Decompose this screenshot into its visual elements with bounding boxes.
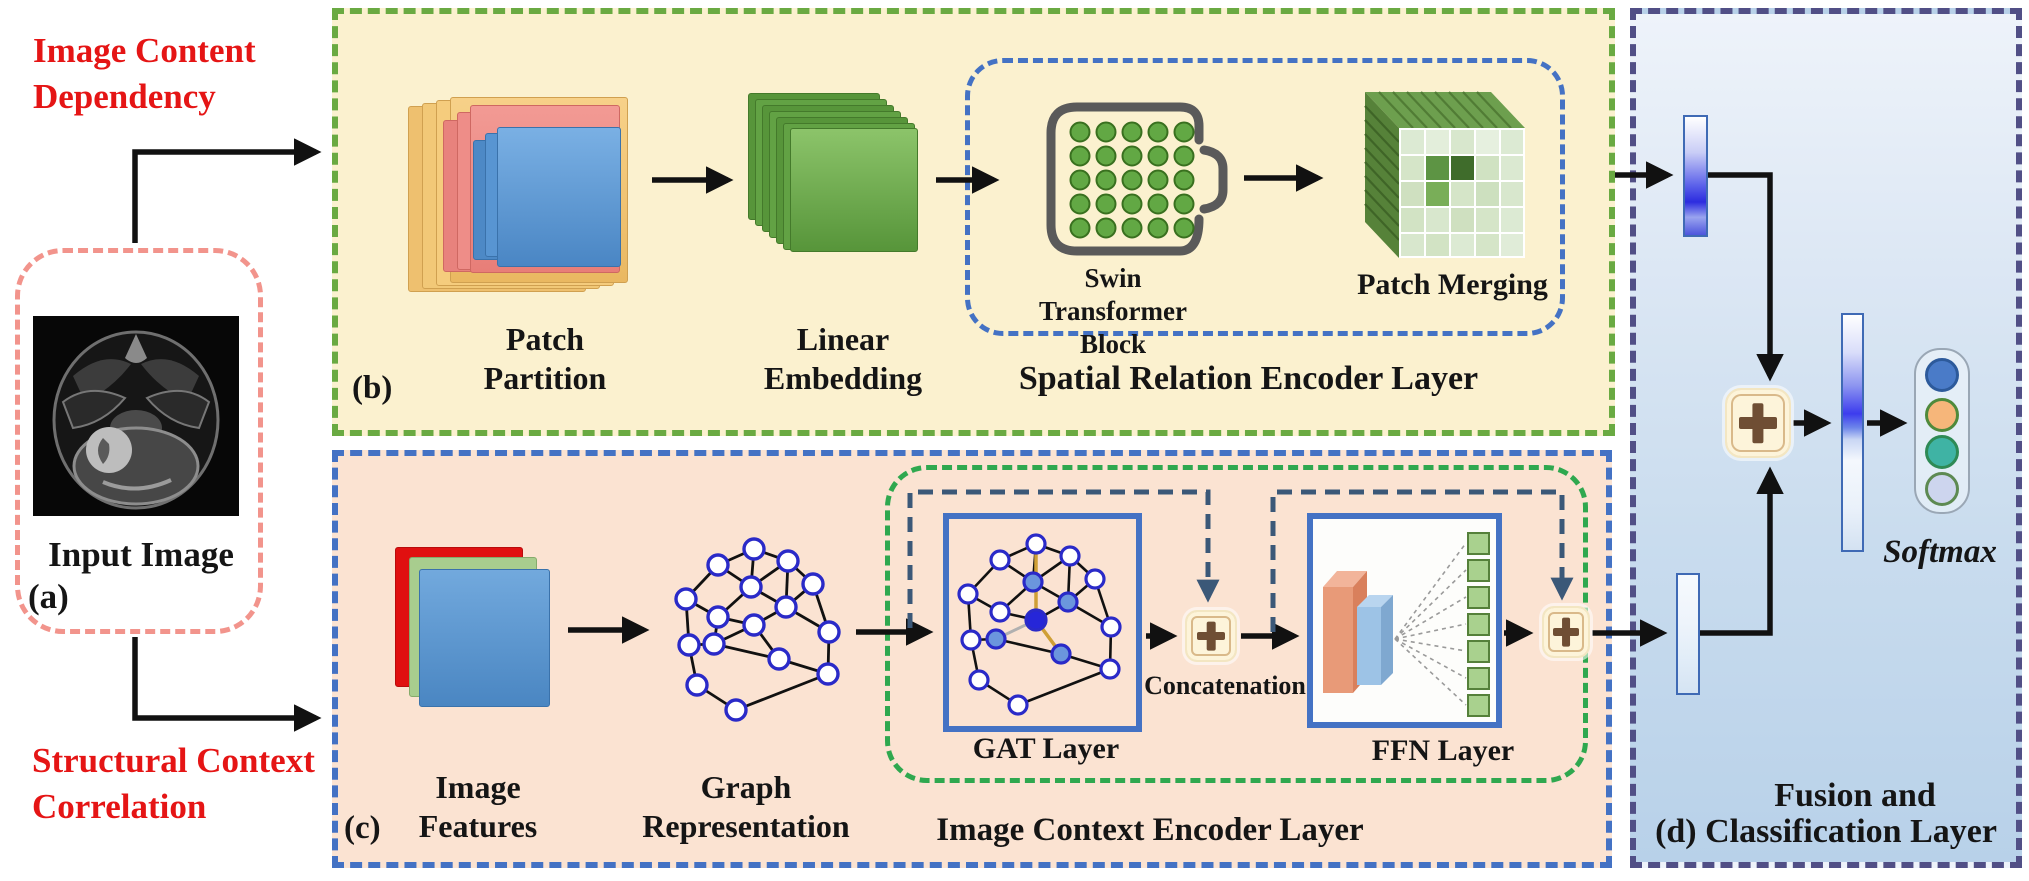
linear-embedding-sheet — [790, 128, 918, 252]
gat-layer-graph — [957, 533, 1122, 716]
patch-merging-cube — [1364, 91, 1525, 258]
concatenation-label: Concatenation — [1144, 671, 1306, 700]
panel-c-tag: (c) — [344, 810, 381, 846]
image-features-sheet — [419, 569, 550, 707]
ffn-layer-graphic — [1323, 532, 1490, 717]
class-circle-4 — [1925, 472, 1959, 506]
image-features-label: Image Features — [418, 769, 538, 845]
content-dependency-label: Image Content Dependency — [33, 31, 256, 117]
fusion-layer-label-line1: Fusion and — [1774, 777, 1936, 814]
panel-a-tag: (a) — [28, 577, 69, 616]
softmax-label: Softmax — [1883, 534, 1997, 570]
fused-feature-vector-bar — [1841, 313, 1864, 552]
swin-transformer-block-icon — [1046, 102, 1228, 256]
context-correlation-label: Structural Context Correlation — [32, 741, 315, 827]
class-circle-3 — [1925, 435, 1959, 469]
context-feature-vector-bar — [1676, 573, 1700, 695]
concatenation-plus-1 — [1185, 610, 1237, 662]
panel-b-tag: (b) — [352, 370, 393, 406]
patch-partition-label: Patch Partition — [483, 321, 607, 397]
class-circle-1 — [1925, 358, 1959, 392]
patch-merging-label: Patch Merging — [1357, 268, 1548, 301]
fusion-layer-label-line2: (d) Classification Layer — [1655, 813, 1997, 850]
spatial-feature-vector-bar — [1683, 115, 1708, 237]
plus-icon — [1196, 631, 1226, 641]
input-image-label: Input Image — [48, 535, 234, 574]
fusion-plus — [1725, 388, 1791, 458]
linear-embedding-label: Linear Embedding — [763, 321, 923, 397]
gat-layer-label: GAT Layer — [972, 732, 1120, 765]
swin-token-dots — [1069, 121, 1195, 239]
graph-representation-label: Graph Representation — [642, 769, 850, 845]
input-mri-image — [33, 316, 239, 516]
graph-representation — [674, 537, 841, 722]
spatial-encoder-dashed-box — [965, 58, 1565, 336]
input-image-panel — [15, 248, 263, 634]
swin-block-label: Swin Transformer Block — [1039, 263, 1187, 359]
plus-icon — [1552, 627, 1580, 637]
concatenation-plus-2 — [1542, 606, 1590, 658]
context-encoder-layer-label: Image Context Encoder Layer — [936, 812, 1364, 848]
ffn-layer-label: FFN Layer — [1371, 734, 1515, 767]
spatial-encoder-layer-label: Spatial Relation Encoder Layer — [1018, 360, 1479, 397]
class-circle-2 — [1925, 398, 1959, 432]
patch-partition-sheet — [497, 127, 621, 267]
plus-icon — [1739, 417, 1777, 429]
